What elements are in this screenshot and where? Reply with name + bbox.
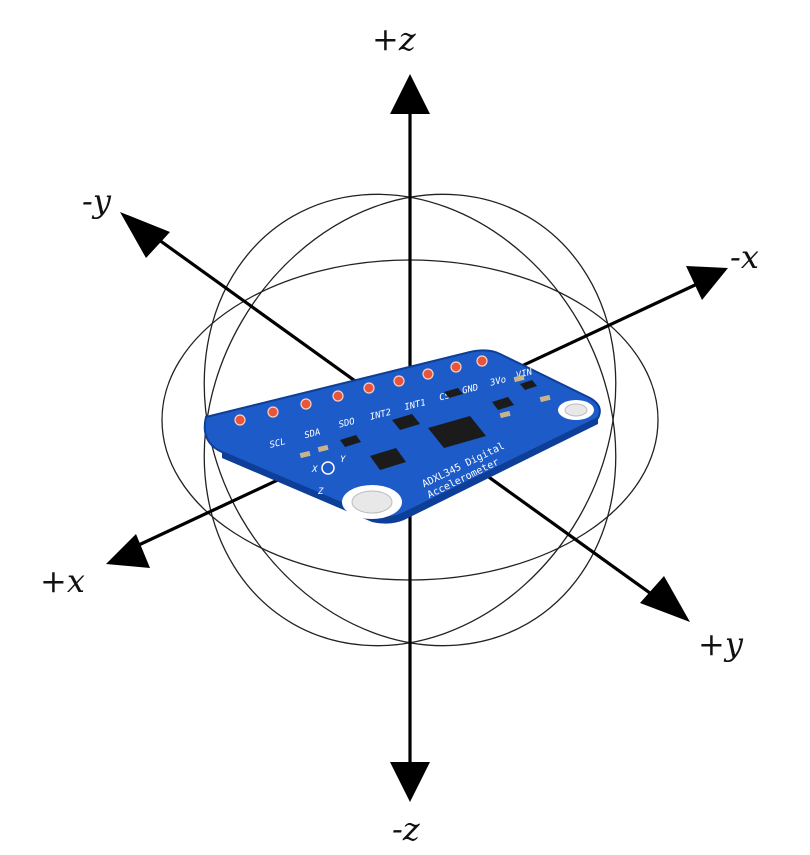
accelerometer-board: SCL SDA SDO INT2 INT1 CS GND 3Vo VIN	[203, 349, 601, 524]
pad	[393, 375, 405, 387]
pin-label-gnd: GND	[461, 383, 479, 397]
smd-passives	[299, 374, 551, 459]
mounting-hole-left	[342, 485, 402, 519]
component	[392, 414, 420, 430]
component	[317, 444, 329, 453]
mounting-hole-right	[558, 400, 594, 420]
label-minus-x: -x	[730, 238, 759, 276]
mounting-hole-center	[351, 490, 393, 514]
regulator-chip	[370, 448, 406, 470]
orientation-letter-x: X	[311, 465, 318, 475]
label-plus-z: +z	[372, 20, 417, 58]
orbit-ring-tilted-left	[203, 193, 617, 647]
header-pads	[234, 355, 488, 426]
pin-label-sda: SDA	[303, 427, 321, 441]
pad	[363, 382, 375, 394]
label-minus-z: -z	[392, 810, 421, 848]
arrow-minus-x	[686, 266, 728, 300]
label-plus-y: +y	[698, 625, 744, 663]
arrow-minus-z	[390, 762, 430, 802]
component	[299, 450, 311, 459]
component	[499, 410, 511, 419]
pad	[476, 355, 488, 367]
component	[340, 435, 361, 447]
orientation-circle	[321, 461, 335, 475]
pin-label-sdo: SDO	[338, 417, 357, 431]
pin-label-3vo: 3Vo	[488, 375, 507, 389]
label-minus-y: -y	[82, 182, 112, 220]
orbit-ring-tilted-right	[203, 193, 617, 647]
arrow-plus-z	[390, 74, 430, 114]
component	[492, 397, 514, 410]
pad	[332, 390, 344, 402]
board-body	[203, 349, 601, 519]
pad	[450, 361, 462, 373]
arrowheads	[106, 74, 728, 802]
orientation-marker: Z Y X	[311, 455, 346, 497]
adxl345-chip	[428, 416, 486, 448]
pad	[422, 368, 434, 380]
component	[444, 388, 463, 398]
label-plus-x: +x	[40, 562, 85, 600]
pad	[300, 398, 312, 410]
pin-label-scl: SCL	[269, 437, 287, 451]
mounting-hole-center	[564, 403, 588, 417]
component	[513, 374, 525, 383]
component	[539, 394, 551, 403]
component	[520, 380, 537, 390]
arrow-minus-y	[120, 212, 170, 258]
orientation-letter-z: Z	[317, 487, 324, 497]
board-edge	[222, 418, 598, 524]
pad	[234, 414, 246, 426]
pad	[267, 406, 279, 418]
arrow-plus-x	[106, 534, 150, 568]
board-components	[340, 380, 537, 470]
orientation-letter-y: Y	[340, 455, 346, 465]
arrow-plus-y	[640, 576, 690, 622]
